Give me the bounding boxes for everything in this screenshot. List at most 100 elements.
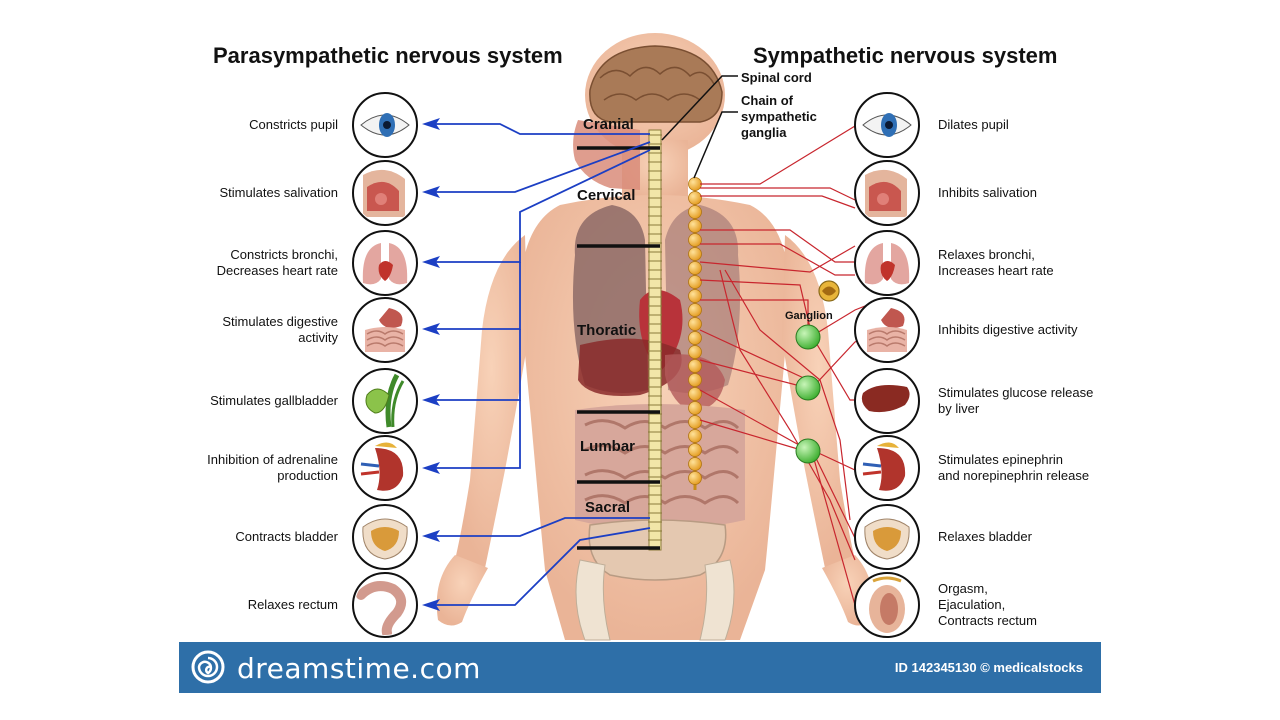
- effect-line: Constricts bronchi,: [230, 247, 338, 262]
- chain-bead: [688, 303, 702, 317]
- organ-circle-liver-icon: [854, 368, 920, 434]
- bladder-icon: [362, 518, 408, 560]
- ganglion-callout: Ganglion: [785, 310, 833, 322]
- sympathetic-organ-circles: [854, 92, 920, 638]
- effect-line: Stimulates gallbladder: [210, 393, 338, 408]
- adrenal-ganglion-icon: [818, 280, 840, 302]
- chain-bead: [688, 275, 702, 289]
- salivary-gland-icon: [865, 169, 907, 217]
- ganglia: [795, 324, 821, 464]
- chain-bead: [688, 429, 702, 443]
- stomach-intestine-icon: [365, 308, 405, 352]
- effect-line: Stimulates epinephrin: [938, 452, 1064, 467]
- effect-line: production: [277, 468, 338, 483]
- organ-circle-genital-icon: [854, 572, 920, 638]
- sympathetic-chain: [688, 177, 702, 490]
- blue-arrowhead: [422, 186, 440, 198]
- organ-circle-gallbladder-icon: [352, 368, 418, 434]
- organ-circle-stomach-intestine-icon: [352, 297, 418, 363]
- segment-thoracic: Thoratic: [577, 322, 637, 339]
- organ-circle-stomach-intestine-icon: [854, 297, 920, 363]
- effect-line: Ejaculation,: [938, 597, 1006, 612]
- parasympathetic-effect-3: Constricts bronchi,Decreases heart rate: [217, 247, 338, 279]
- eye-icon: [360, 113, 410, 137]
- footer-brand: dreamstime.com: [237, 652, 481, 685]
- effect-line: Stimulates salivation: [219, 185, 339, 200]
- segment-cervical: Cervical: [577, 187, 636, 204]
- organ-circle-adrenal-kidney-icon: [854, 435, 920, 501]
- effect-line: Orgasm,: [938, 581, 988, 596]
- effect-line: Decreases heart rate: [216, 263, 338, 278]
- bladder-icon: [864, 518, 910, 560]
- blue-arrowhead: [422, 118, 440, 130]
- chain-bead: [688, 373, 702, 387]
- blue-arrowhead: [422, 323, 440, 335]
- effect-line: Relaxes bronchi,: [938, 247, 1035, 262]
- segment-lumbar: Lumbar: [580, 438, 636, 455]
- sympathetic-effect-2: Inhibits salivation: [938, 185, 1037, 201]
- organ-circle-lungs-heart-icon: [352, 230, 418, 296]
- parasympathetic-organ-circles: [352, 92, 418, 638]
- blue-arrowhead: [422, 394, 440, 406]
- sympathetic-effect-4: Inhibits digestive activity: [938, 322, 1077, 338]
- effect-line: Inhibits digestive activity: [938, 322, 1078, 337]
- organ-circle-eye-icon: [352, 92, 418, 158]
- chain-bead: [688, 415, 702, 429]
- chain-bead: [688, 471, 702, 485]
- effect-line: by liver: [938, 401, 980, 416]
- chain-ganglia-callout: Chain of sympathetic ganglia: [741, 93, 817, 141]
- eye-icon: [862, 113, 912, 137]
- segment-cranial: Cranial: [583, 116, 634, 133]
- blue-arrowhead: [422, 599, 440, 611]
- lungs-heart-icon: [362, 243, 408, 285]
- chain-bead: [688, 359, 702, 373]
- chain-bead: [688, 261, 702, 275]
- effect-line: Constricts pupil: [249, 117, 338, 132]
- segment-sacral: Sacral: [585, 499, 631, 516]
- blue-arrowhead: [422, 256, 440, 268]
- effect-line: Contracts bladder: [235, 529, 338, 544]
- spiral-logo-icon: [191, 650, 225, 684]
- brain: [573, 45, 723, 190]
- effect-line: Relaxes rectum: [247, 597, 338, 612]
- parasympathetic-effect-1: Constricts pupil: [249, 117, 338, 133]
- effect-line: Relaxes bladder: [938, 529, 1032, 544]
- effect-line: and norepinephrin release: [938, 468, 1090, 483]
- chain-bead: [688, 317, 702, 331]
- effect-line: activity: [298, 330, 338, 345]
- spinal-cord: [648, 129, 662, 551]
- organ-circle-bladder-icon: [854, 504, 920, 570]
- effect-line: Inhibition of adrenaline: [207, 452, 338, 467]
- organ-circle-rectum-icon: [352, 572, 418, 638]
- chain-bead: [688, 401, 702, 415]
- effect-line: Dilates pupil: [938, 117, 1009, 132]
- chain-bead: [688, 177, 702, 191]
- effect-line: Increases heart rate: [938, 263, 1054, 278]
- chain-bead: [688, 205, 702, 219]
- adrenal-kidney-icon: [360, 442, 404, 491]
- parasympathetic-effect-7: Contracts bladder: [235, 529, 338, 545]
- lungs-heart-icon: [864, 243, 910, 285]
- parasympathetic-effect-8: Relaxes rectum: [248, 597, 338, 613]
- organ-circle-salivary-gland-icon: [352, 160, 418, 226]
- sympathetic-effect-7: Relaxes bladder: [938, 529, 1032, 545]
- parasympathetic-effect-5: Stimulates gallbladder: [210, 393, 338, 409]
- chain-bead: [688, 457, 702, 471]
- parasympathetic-title: Parasympathetic nervous system: [213, 43, 563, 68]
- liver-icon: [861, 385, 910, 413]
- organs: [572, 205, 745, 641]
- sympathetic-effect-8: Orgasm,Ejaculation,Contracts rectum: [938, 581, 1037, 629]
- blue-arrowhead: [422, 462, 440, 474]
- chain-bead: [688, 331, 702, 345]
- effect-line: Contracts rectum: [938, 613, 1037, 628]
- effect-line: Stimulates glucose release: [938, 385, 1094, 400]
- chain-line-1: Chain of: [741, 93, 793, 108]
- salivary-gland-icon: [363, 169, 405, 217]
- parasympathetic-arrowheads: [422, 118, 440, 611]
- effect-line: Inhibits salivation: [938, 185, 1037, 200]
- organ-circle-adrenal-kidney-icon: [352, 435, 418, 501]
